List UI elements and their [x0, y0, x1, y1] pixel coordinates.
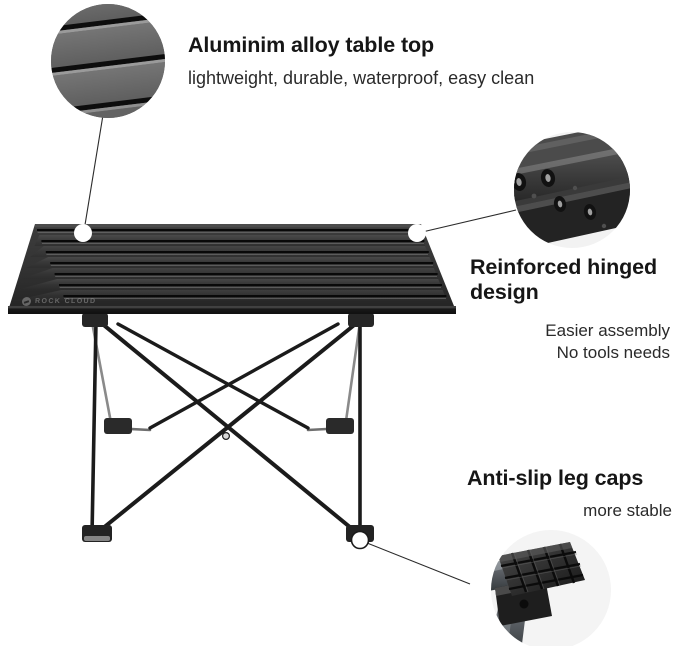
callout-title-hinge: Reinforced hinged design	[470, 255, 658, 304]
leader-lines	[83, 114, 517, 585]
table-top-surface	[8, 224, 456, 314]
callout-title-leg-caps: Anti-slip leg caps	[467, 466, 644, 490]
brand-emblem-icon	[21, 297, 32, 306]
anchor-marker-leg-cap	[350, 530, 370, 550]
brand-name: ROCK CLOUD	[34, 298, 97, 305]
anchor-marker-hinge	[408, 224, 426, 242]
callout-title-table-top: Aluminim alloy table top	[188, 33, 435, 57]
callout-subtitle-table-top: lightweight, durable, waterproof, easy c…	[188, 68, 535, 88]
detail-circle-table-top	[51, 4, 165, 118]
leader-line-hinge	[417, 209, 517, 234]
brand-logo: ROCK CLOUD	[21, 297, 97, 306]
leader-line-table-top	[83, 114, 104, 232]
anchor-marker-table-top	[74, 224, 92, 242]
leader-line-leg-cap	[361, 540, 471, 585]
detail-circle-leg-cap	[491, 530, 611, 646]
table-leg-frame	[90, 320, 364, 539]
frame-brackets	[82, 313, 374, 542]
anchor-markers	[74, 224, 426, 550]
detail-circle-hinge	[514, 132, 630, 248]
callout-subtitle-hinge: Easier assembly No tools needs	[545, 321, 670, 363]
callout-subtitle-leg-caps: more stable	[583, 501, 672, 520]
